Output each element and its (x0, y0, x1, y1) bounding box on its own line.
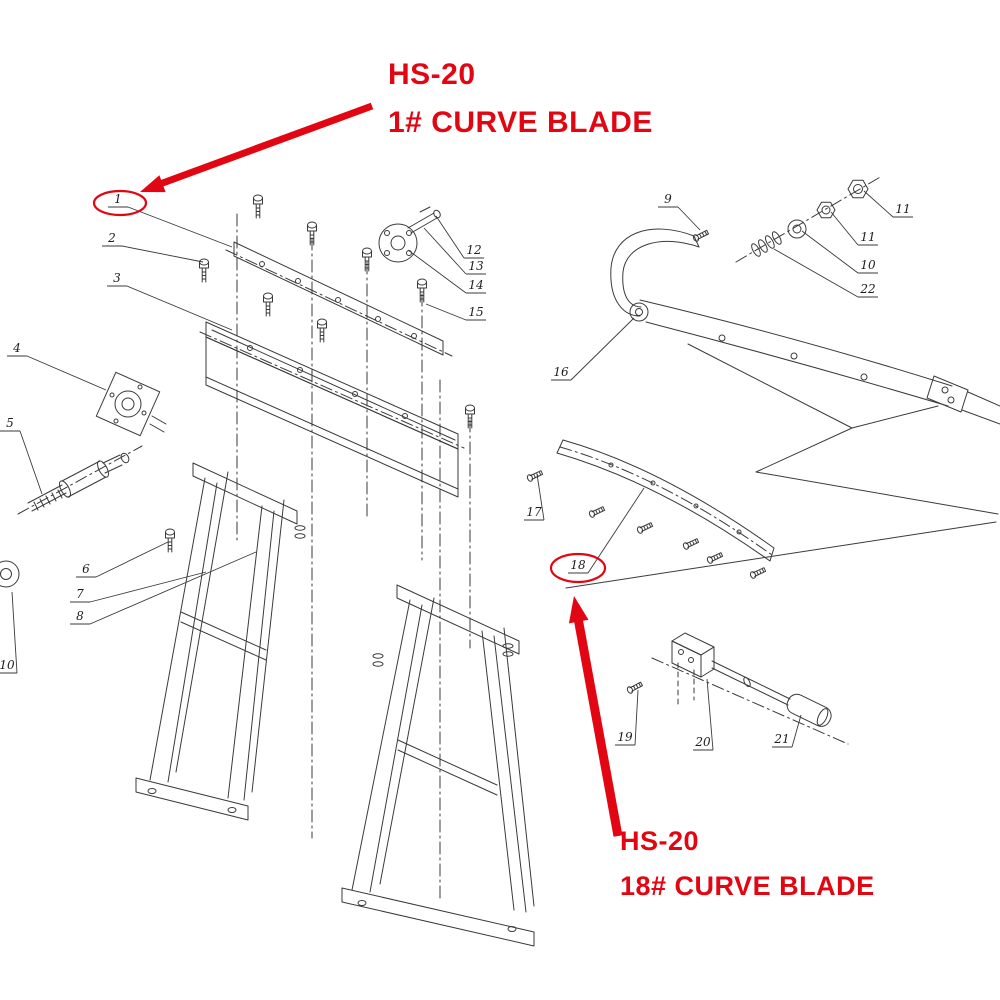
part-leader-line (108, 206, 233, 248)
part-12-13-14-hub (378, 206, 441, 263)
part-number-label: 7 (76, 587, 84, 601)
part-leader-line (801, 230, 878, 274)
part-number-label: 15 (468, 305, 483, 319)
highlight-ellipse-part18 (549, 552, 607, 584)
part-number-label: 2 (107, 231, 116, 245)
part-leader-line (551, 317, 635, 381)
part-3-beam (199, 321, 465, 498)
part-number-label: 10 (860, 258, 876, 272)
part-number-label: 14 (468, 278, 483, 292)
part-leader-line (70, 571, 207, 603)
part-9-pin (691, 228, 710, 243)
part-number-label: 19 (617, 730, 633, 744)
part-number-label: 11 (895, 202, 910, 216)
part-4-bearing-block (95, 371, 167, 437)
part-19-20-21-handle-assembly (625, 632, 849, 745)
right-trestle-stand (341, 584, 535, 947)
part-number-label: 6 (82, 562, 90, 576)
annotation-arrowhead-part1 (140, 175, 166, 193)
part-leader-line (102, 245, 204, 263)
part-5-shaft (17, 445, 143, 515)
annotation-bottom-part: 18# CURVE BLADE (620, 871, 875, 901)
part-number-label: 20 (694, 735, 711, 749)
part-19-bolt (625, 680, 644, 695)
part-leader-line (70, 551, 257, 625)
part-17-screw (525, 468, 544, 483)
annotation-top-part: 1# CURVE BLADE (388, 106, 653, 139)
part-number-label: 5 (6, 416, 14, 430)
part-leader-line (7, 355, 107, 391)
pivot-hardware (691, 175, 883, 263)
part-number-label: 12 (466, 243, 481, 257)
part-number-label: 1 (114, 192, 122, 206)
part-11-nut-lower (816, 201, 836, 219)
part-6-bolt (165, 528, 175, 553)
part-16-handle-curve (610, 228, 700, 322)
machine-line-art (0, 175, 1000, 947)
main-curved-arm-and-plate (565, 299, 1000, 589)
part-number-label: 18 (570, 558, 586, 572)
part-11-nut-upper (847, 179, 869, 199)
part-number-label: 21 (773, 732, 789, 746)
annotation-top-model: HS-20 (388, 58, 476, 91)
part-number-label: 10 (0, 658, 15, 672)
part-leader-line (435, 215, 484, 259)
part-leader-line (0, 430, 43, 495)
part-leader-line (524, 473, 545, 521)
part-number-label: 8 (76, 609, 84, 623)
part-18-curve-blade (556, 439, 775, 562)
part-number-label: 13 (468, 259, 484, 273)
part-leader-line (772, 714, 802, 748)
part-leader-line (773, 248, 878, 298)
part-number-label: 3 (113, 271, 121, 285)
highlight-ellipse-part1 (92, 189, 148, 217)
part-21-grip (786, 693, 832, 727)
part-leader-line (425, 303, 486, 321)
part-leader-line (615, 689, 639, 746)
part-2-bolt (199, 258, 209, 283)
part-leader-line (0, 591, 18, 674)
annotation-arrow-to-part1 (158, 102, 374, 188)
red-annotations (92, 102, 623, 837)
part-1-curve-blade-bar (225, 241, 453, 357)
left-trestle-stand (135, 462, 298, 821)
part-number-label: 22 (859, 282, 875, 296)
part-leader-line (107, 285, 233, 331)
part-leader-line (830, 211, 878, 246)
annotation-bottom: HS-20 18# CURVE BLADE (620, 826, 875, 902)
part-leader-line (76, 541, 169, 578)
part-number-label: 16 (553, 365, 569, 379)
part-number-label: 4 (12, 341, 21, 355)
annotation-bottom-model: HS-20 (620, 826, 700, 856)
part-10-washer-left (0, 560, 20, 588)
part-leader-line (658, 206, 701, 231)
part-10-washer-right (787, 219, 807, 239)
annotation-arrow-to-part18 (573, 617, 623, 837)
part-number-label: 17 (526, 505, 542, 519)
part-leader-line (407, 249, 486, 294)
part-22-spring (751, 231, 782, 257)
part-leader-line (863, 190, 913, 218)
part-number-label: 11 (860, 230, 875, 244)
annotation-arrowhead-part18 (568, 596, 589, 624)
part-leader-line (423, 227, 486, 275)
part-number-label: 9 (664, 192, 672, 206)
part-leader-line (693, 678, 714, 751)
annotation-top: HS-20 1# CURVE BLADE (388, 58, 653, 140)
